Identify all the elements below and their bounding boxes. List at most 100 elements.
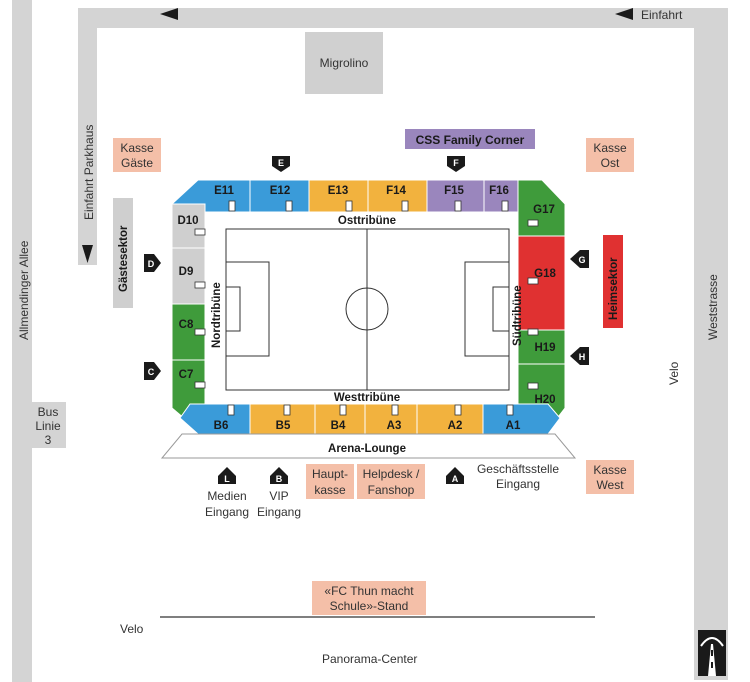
hauptkasse-line2: kasse bbox=[314, 483, 346, 497]
kasse-west-box bbox=[586, 460, 634, 494]
svg-text:H: H bbox=[579, 352, 586, 362]
gaestesektor-label: Gästesektor bbox=[118, 225, 130, 292]
arrow-down bbox=[82, 245, 93, 263]
allmendinger-allee-label: Allmendinger Allee bbox=[17, 240, 31, 340]
hauptkasse-line1: Haupt- bbox=[312, 467, 348, 481]
center-circle bbox=[345, 287, 389, 331]
kasse-gaeste-box bbox=[113, 138, 161, 172]
arrow-top-right bbox=[615, 8, 633, 20]
label-E13: E13 bbox=[328, 185, 348, 197]
sector-H19[interactable] bbox=[517, 329, 566, 365]
bus-stop-box bbox=[32, 402, 66, 448]
helpdesk-box bbox=[357, 464, 425, 499]
kasse-ost-box bbox=[586, 138, 634, 172]
fc-thun-stand-box bbox=[312, 581, 426, 615]
sector-D9[interactable] bbox=[171, 247, 206, 305]
bus-line3: 3 bbox=[45, 433, 52, 447]
entrance-H-icon[interactable]: H bbox=[570, 347, 589, 365]
label-H20: H20 bbox=[534, 394, 555, 406]
gaestesektor-bar bbox=[113, 198, 133, 308]
sector-A3[interactable] bbox=[364, 403, 418, 435]
heimsektor-bar bbox=[603, 235, 623, 328]
einfahrt-parkhaus-label: Einfahrt Parkhaus bbox=[82, 125, 96, 220]
sector-G18[interactable] bbox=[517, 235, 566, 331]
entrance-D-icon[interactable]: D bbox=[144, 254, 161, 272]
kasse-ost-line2: Ost bbox=[601, 156, 620, 170]
velo-bottom-label: Velo bbox=[120, 622, 144, 636]
arena-lounge bbox=[160, 433, 577, 459]
arrow-top-left bbox=[160, 8, 178, 20]
svg-text:G: G bbox=[578, 255, 585, 265]
motorway-icon bbox=[698, 630, 726, 676]
css-family-corner bbox=[405, 129, 535, 149]
nordtribuene-label: Nordtribüne bbox=[211, 282, 223, 348]
sector-labels: E11 E12 E13 F14 F15 F16 D10 D9 C8 C7 G17… bbox=[177, 185, 556, 432]
svg-text:D: D bbox=[148, 259, 155, 269]
label-F15: F15 bbox=[444, 185, 464, 197]
kasse-ost-line1: Kasse bbox=[593, 141, 627, 155]
sector-D10[interactable] bbox=[171, 203, 206, 249]
velo-right-label: Velo bbox=[667, 361, 681, 385]
sector-A1[interactable] bbox=[482, 403, 561, 435]
label-G18: G18 bbox=[534, 268, 556, 280]
sector-A2[interactable] bbox=[416, 403, 484, 435]
goal-box-left bbox=[225, 286, 241, 332]
label-A1: A1 bbox=[506, 420, 521, 432]
road-left bbox=[12, 0, 32, 682]
label-F16: F16 bbox=[489, 185, 509, 197]
goal-box-right bbox=[492, 286, 510, 332]
medien-eingang-line2: Eingang bbox=[205, 505, 249, 519]
helpdesk-line1: Helpdesk / bbox=[363, 467, 420, 481]
label-F14: F14 bbox=[386, 185, 406, 197]
geschaeftsstelle-line2: Eingang bbox=[496, 477, 540, 491]
svg-text:A: A bbox=[452, 474, 459, 484]
entrance-B-icon[interactable]: B bbox=[270, 467, 288, 484]
fc-thun-stand-line1: «FC Thun macht bbox=[324, 584, 414, 598]
entrance-G-icon[interactable]: G bbox=[570, 250, 589, 268]
label-E11: E11 bbox=[214, 185, 234, 197]
suedtribuene-label: Südtribüne bbox=[512, 285, 524, 346]
entrance-F-icon[interactable]: F bbox=[447, 156, 465, 172]
label-H19: H19 bbox=[534, 342, 555, 354]
label-B5: B5 bbox=[276, 420, 291, 432]
svg-text:L: L bbox=[224, 474, 230, 484]
label-D10: D10 bbox=[177, 215, 198, 227]
migrolino-building bbox=[305, 32, 383, 94]
label-B4: B4 bbox=[331, 420, 346, 432]
bus-line2: Linie bbox=[35, 419, 61, 433]
label-C8: C8 bbox=[179, 319, 194, 331]
entrance-E-icon[interactable]: E bbox=[272, 156, 290, 172]
kasse-gaeste-line1: Kasse bbox=[120, 141, 154, 155]
hauptkasse-box bbox=[306, 464, 354, 499]
svg-text:B: B bbox=[276, 474, 283, 484]
svg-text:F: F bbox=[453, 158, 459, 168]
label-C7: C7 bbox=[179, 369, 194, 381]
label-A3: A3 bbox=[387, 420, 402, 432]
label-A2: A2 bbox=[448, 420, 463, 432]
entrance-C-icon[interactable]: C bbox=[144, 362, 161, 380]
svg-text:E: E bbox=[278, 158, 284, 168]
entrance-A-icon[interactable]: A bbox=[446, 467, 464, 484]
gate-markers bbox=[194, 200, 539, 416]
label-E12: E12 bbox=[270, 185, 290, 197]
panorama-center-label: Panorama-Center bbox=[322, 652, 417, 666]
label-G17: G17 bbox=[533, 204, 555, 216]
geschaeftsstelle-line1: Geschäftsstelle bbox=[477, 462, 559, 476]
kasse-west-line2: West bbox=[596, 478, 624, 492]
osttribuene-label: Osttribüne bbox=[338, 215, 396, 227]
entrance-L-icon[interactable]: L bbox=[218, 467, 236, 484]
label-D9: D9 bbox=[179, 266, 194, 278]
migrolino-label: Migrolino bbox=[320, 56, 369, 70]
label-B6: B6 bbox=[214, 420, 229, 432]
heimsektor-label: Heimsektor bbox=[608, 257, 620, 320]
vip-eingang-line2: Eingang bbox=[257, 505, 301, 519]
weststrasse-label: Weststrasse bbox=[706, 274, 720, 340]
arena-lounge-label: Arena-Lounge bbox=[328, 443, 406, 455]
sector-B5[interactable] bbox=[249, 403, 316, 435]
vip-eingang-line1: VIP bbox=[269, 489, 288, 503]
roads bbox=[12, 0, 728, 682]
westtribuene-label: Westtribüne bbox=[334, 392, 400, 404]
einfahrt-label: Einfahrt bbox=[641, 8, 683, 22]
helpdesk-line2: Fanshop bbox=[368, 483, 415, 497]
